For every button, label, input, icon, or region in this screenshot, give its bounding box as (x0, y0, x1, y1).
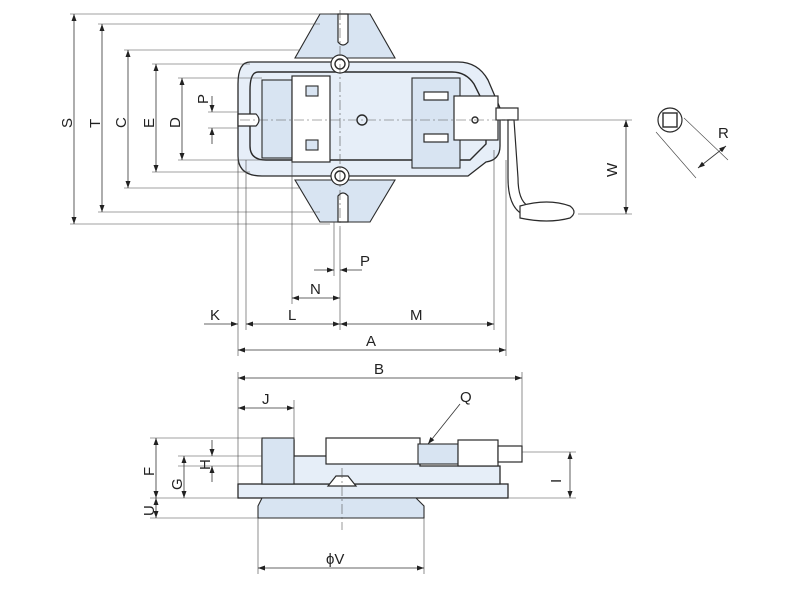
label-I: I (548, 479, 565, 483)
side-view (237, 437, 523, 530)
side-square-drive (497, 445, 523, 463)
square-drive (662, 112, 678, 128)
bottom-slot (337, 192, 349, 223)
label-U: U (141, 505, 158, 516)
top-view (237, 10, 575, 228)
screw-block (453, 95, 499, 141)
label-B: B (374, 361, 384, 378)
top-left-dimensions: S T C E D P (59, 13, 330, 225)
crank-arm (507, 119, 529, 215)
square-drive-circle (657, 107, 683, 133)
side-movable-jaw (325, 437, 421, 465)
label-H: H (197, 459, 214, 470)
label-C: C (113, 117, 130, 128)
fixed-jaw (261, 79, 293, 159)
top-bottom-dimensions: P N K L M A (204, 150, 507, 356)
label-W: W (604, 162, 621, 177)
label-T: T (87, 119, 104, 128)
label-L: L (288, 307, 296, 324)
label-V: ϕV (326, 551, 344, 568)
label-P-mid: P (360, 253, 370, 270)
label-N: N (310, 281, 321, 298)
label-Q: Q (460, 389, 472, 406)
crank-grip (519, 201, 575, 222)
top-slot (337, 13, 349, 46)
label-E: E (141, 118, 158, 128)
label-R: R (718, 125, 729, 142)
label-J: J (262, 391, 270, 408)
inner-rail (249, 71, 487, 161)
label-D: D (167, 117, 184, 128)
base-plate (237, 483, 509, 499)
label-S: S (59, 118, 76, 128)
label-G: G (169, 478, 186, 490)
label-M: M (410, 307, 423, 324)
side-fixed-jaw (261, 437, 295, 485)
label-P-top: P (195, 94, 212, 104)
swivel-base (257, 497, 425, 519)
side-screw-block (457, 439, 499, 467)
crank-hub (495, 107, 519, 121)
label-K: K (210, 307, 220, 324)
right-dimensions: W R (520, 107, 729, 215)
label-A: A (366, 333, 376, 350)
side-dimensions: B J Q F G H U I ϕV (141, 361, 576, 574)
label-F: F (141, 467, 158, 476)
